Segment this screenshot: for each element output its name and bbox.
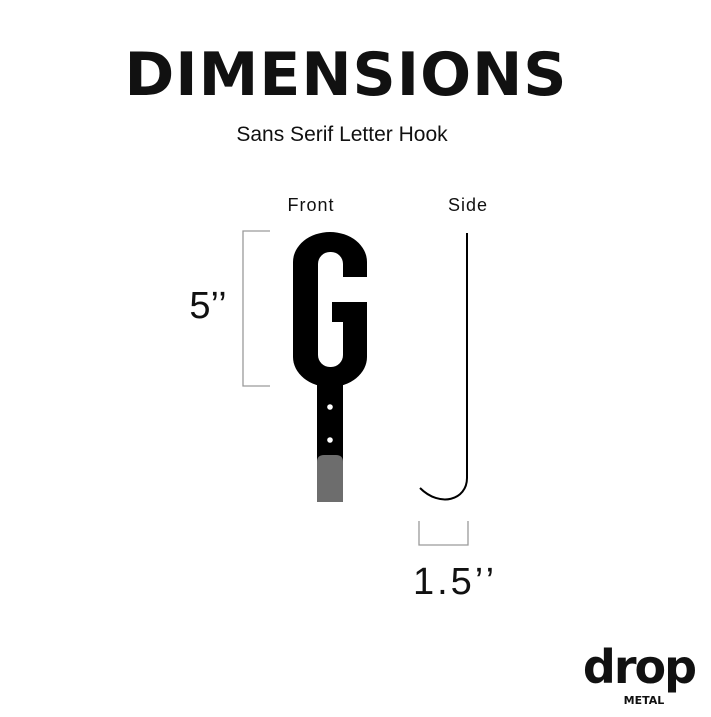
hook-tip (317, 455, 343, 502)
side-view-hook (419, 233, 468, 501)
depth-dimension-label: 1.5’’ (412, 561, 498, 603)
subtitle: Sans Serif Letter Hook (236, 123, 448, 146)
side-view-label: Side (447, 195, 489, 215)
screw-hole (327, 404, 333, 410)
logo-word: drop (582, 640, 697, 694)
height-dimension-label: 5’’ (189, 285, 227, 327)
front-view-label: Front (287, 195, 335, 215)
drop-metal-logo: drop METAL (582, 640, 697, 708)
depth-bracket (418, 521, 469, 546)
page-title: DIMENSIONS (124, 40, 568, 110)
screw-hole (327, 437, 333, 443)
front-view-letter-g-hook (293, 232, 370, 502)
logo-sub: METAL (623, 694, 665, 707)
height-bracket (242, 230, 270, 387)
